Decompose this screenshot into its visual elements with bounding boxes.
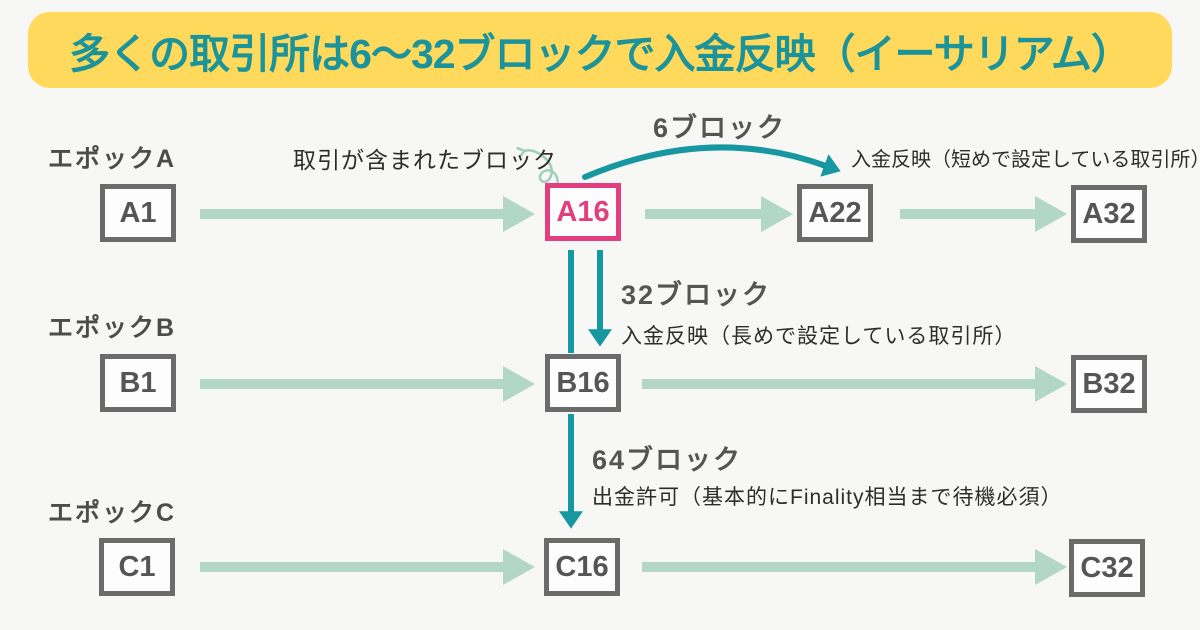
block-b16: B16 bbox=[545, 354, 621, 412]
epoch-a-label: エポックA bbox=[48, 145, 177, 173]
block-a16-highlighted: A16 bbox=[545, 183, 621, 241]
block-c32: C32 bbox=[1069, 539, 1145, 597]
block-b1: B1 bbox=[100, 354, 176, 412]
arrow-6-blocks bbox=[582, 144, 841, 180]
six-blocks-label: 6ブロック bbox=[653, 113, 787, 143]
deposit-short-note: 入金反映（短めで設定している取引所） bbox=[851, 149, 1200, 171]
title-banner: 多くの取引所は6〜32ブロックで入金反映（イーサリアム） bbox=[28, 12, 1172, 88]
deposit-long-note: 入金反映（長めで設定している取引所） bbox=[621, 325, 1017, 348]
block-a22: A22 bbox=[797, 184, 873, 242]
epoch-b-label: エポックB bbox=[48, 314, 177, 342]
page-title: 多くの取引所は6〜32ブロックで入金反映（イーサリアム） bbox=[69, 31, 1132, 77]
block-c16: C16 bbox=[544, 538, 620, 596]
block-a1: A1 bbox=[100, 184, 176, 242]
block-b32: B32 bbox=[1071, 355, 1147, 413]
withdraw-note: 出金許可（基本的にFinality相当まで待機必須） bbox=[592, 486, 1063, 509]
sixty-four-blocks-label: 64ブロック bbox=[592, 445, 743, 475]
thirty-two-blocks-label: 32ブロック bbox=[621, 280, 772, 310]
block-a32: A32 bbox=[1071, 185, 1147, 243]
epoch-c-label: エポックC bbox=[48, 499, 177, 527]
included-block-note: 取引が含まれたブロック bbox=[293, 147, 557, 173]
squiggle-pointer-icon bbox=[524, 150, 559, 191]
block-c1: C1 bbox=[99, 538, 175, 596]
